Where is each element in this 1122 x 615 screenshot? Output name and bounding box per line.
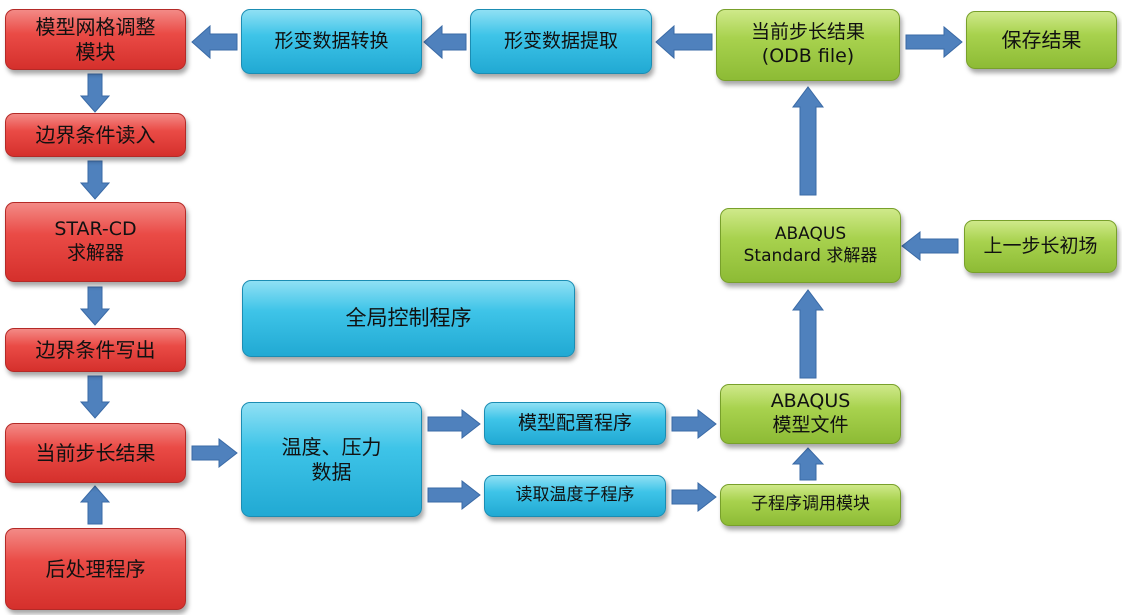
arrow-model-to-solver: [792, 289, 824, 379]
arrow-bcwrite-to-result: [79, 375, 111, 419]
read-temp-subroutine-node: 读取温度子程序: [484, 475, 666, 517]
arrow-odb-to-extract: [655, 24, 713, 60]
temperature-pressure-node: 温度、压力 数据: [241, 402, 422, 517]
arrow-starcd-to-bcwrite: [79, 286, 111, 326]
arrow-temp-to-config: [427, 408, 481, 440]
model-config-node: 模型配置程序: [484, 402, 666, 445]
arrow-extract-to-convert: [423, 24, 467, 60]
deform-extract-node: 形变数据提取: [470, 9, 652, 74]
current-step-result-node: 当前步长结果: [5, 423, 186, 483]
save-result-node: 保存结果: [966, 11, 1117, 69]
arrow-config-to-model: [671, 408, 717, 440]
odb-step-result-node: 当前步长结果 (ODB file): [716, 9, 900, 81]
arrow-solver-to-odb: [792, 86, 824, 196]
arrow-initfield-to-solver: [901, 230, 959, 262]
previous-step-initial-field-node: 上一步长初场: [964, 220, 1117, 273]
global-control-node: 全局控制程序: [242, 280, 575, 357]
arrow-postprocess-to-result: [79, 485, 111, 525]
arrow-temp-to-readtemp: [427, 479, 481, 511]
starcd-solver-node: STAR-CD 求解器: [5, 202, 186, 282]
mesh-adjust-module-node: 模型网格调整 模块: [5, 9, 186, 70]
subroutine-call-module-node: 子程序调用模块: [720, 484, 901, 526]
arrow-mesh-to-bcread: [79, 73, 111, 113]
abaqus-standard-solver-node: ABAQUS Standard 求解器: [720, 208, 901, 283]
postprocess-node: 后处理程序: [5, 528, 186, 610]
abaqus-model-file-node: ABAQUS 模型文件: [720, 384, 901, 444]
deform-convert-node: 形变数据转换: [241, 9, 422, 74]
arrow-subcall-to-model: [791, 447, 825, 481]
boundary-write-node: 边界条件写出: [5, 328, 186, 372]
arrow-result-to-temp: [191, 437, 238, 469]
boundary-read-node: 边界条件读入: [5, 113, 186, 157]
arrow-bcread-to-starcd: [79, 160, 111, 200]
arrow-odb-to-save: [905, 25, 963, 59]
arrow-readtemp-to-subcall: [671, 481, 717, 513]
arrow-convert-to-mesh: [191, 24, 238, 60]
